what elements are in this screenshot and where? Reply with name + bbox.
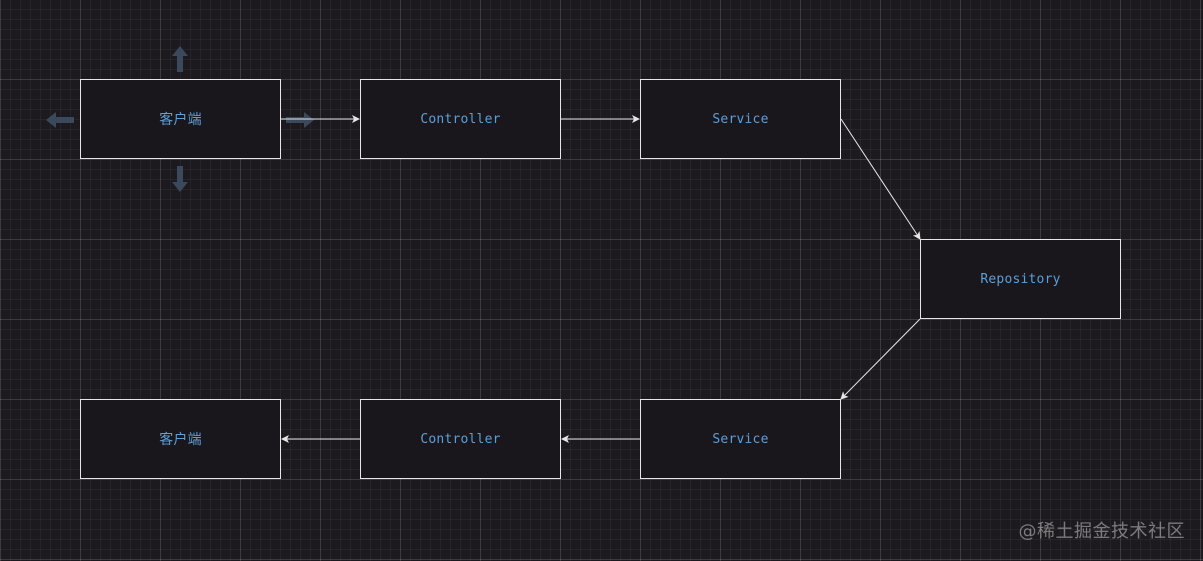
node-label: 客户端: [159, 432, 202, 448]
node-repository[interactable]: Repository: [920, 239, 1121, 319]
node-controller-bottom[interactable]: Controller: [360, 399, 561, 479]
hint-arrow-left-icon[interactable]: [44, 110, 76, 130]
hint-arrow-up-icon[interactable]: [170, 44, 190, 74]
hint-arrow-right-icon[interactable]: [284, 110, 316, 130]
node-label: Repository: [980, 271, 1061, 287]
node-service-bottom[interactable]: Service: [640, 399, 841, 479]
node-label: Controller: [420, 111, 501, 127]
edge-repository-to-service[interactable]: [840, 318, 921, 400]
node-client-top[interactable]: 客户端: [80, 79, 281, 159]
node-label: 客户端: [159, 112, 202, 128]
node-service-top[interactable]: Service: [640, 79, 841, 159]
node-client-bottom[interactable]: 客户端: [80, 399, 281, 479]
hint-arrow-down-icon[interactable]: [170, 164, 190, 194]
node-controller-top[interactable]: Controller: [360, 79, 561, 159]
watermark: @稀土掘金技术社区: [1018, 521, 1185, 542]
node-label: Service: [712, 431, 769, 447]
node-label: Controller: [420, 431, 501, 447]
node-label: Service: [712, 111, 769, 127]
edge-service-to-repository[interactable]: [840, 118, 921, 240]
